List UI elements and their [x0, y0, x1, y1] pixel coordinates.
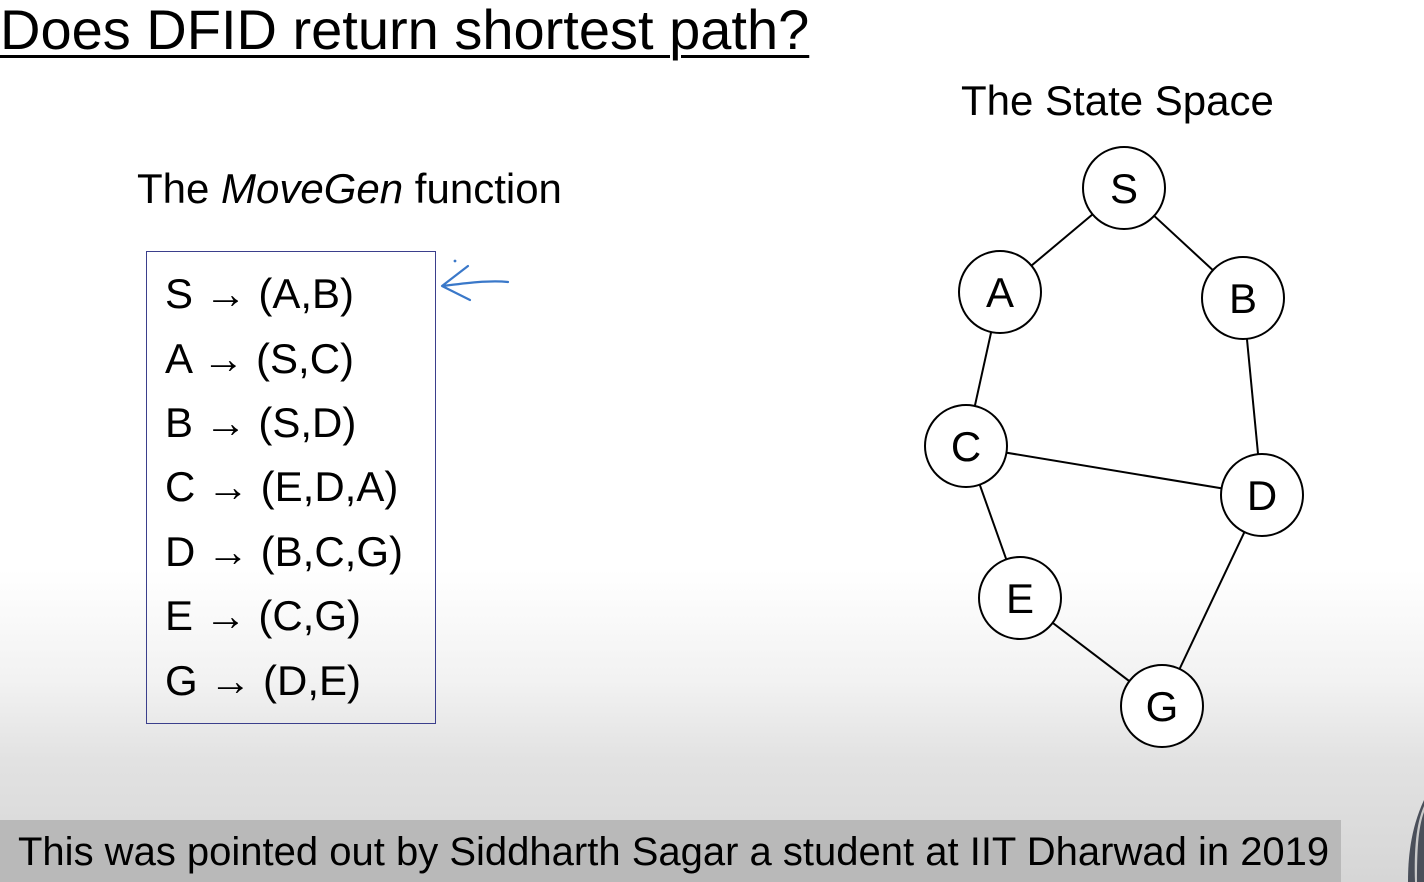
movegen-rule: D → (B,C,G): [165, 528, 403, 575]
slide-title: Does DFID return shortest path?: [0, 0, 810, 61]
node-circle: [1120, 664, 1204, 748]
node-label: B: [1229, 275, 1257, 322]
node-circle: [924, 404, 1008, 488]
node-circle: [1082, 146, 1166, 230]
movegen-rule: C → (E,D,A): [165, 463, 399, 510]
node-b: B: [1201, 256, 1285, 340]
annotation-dot: [453, 259, 457, 263]
node-d: D: [1220, 453, 1304, 537]
node-label: S: [1110, 165, 1138, 212]
movegen-rule: S → (A,B): [165, 270, 355, 317]
node-g: G: [1120, 664, 1204, 748]
movegen-heading-name: MoveGen: [221, 165, 404, 212]
movegen-rule: E → (C,G): [165, 592, 361, 639]
annotation-arrow-shaft: [441, 280, 510, 288]
node-e: E: [978, 556, 1062, 640]
node-label: G: [1146, 683, 1179, 730]
node-a: A: [958, 250, 1042, 334]
node-circle: [1220, 453, 1304, 537]
node-circle: [958, 250, 1042, 334]
caption-bar: This was pointed out by Siddharth Sagar …: [0, 820, 1341, 882]
movegen-heading-suffix: function: [403, 165, 562, 212]
movegen-heading-prefix: The: [137, 165, 222, 212]
node-circle: [1201, 256, 1285, 340]
movegen-table: S → (A,B) A → (S,C) B → (S,D) C → (E,D,A…: [146, 251, 436, 724]
node-label: D: [1247, 472, 1277, 519]
movegen-rule: A → (S,C): [165, 335, 355, 382]
node-c: C: [924, 404, 1008, 488]
edge-c-d: [965, 445, 1263, 496]
node-circle: [978, 556, 1062, 640]
presenter-video-icon: [1408, 800, 1424, 882]
movegen-rule: B → (S,D): [165, 399, 357, 446]
state-space-heading: The State Space: [961, 77, 1274, 124]
annotation-arrow-head: [440, 264, 472, 302]
graph-nodes: S A B C D E G: [924, 146, 1304, 748]
movegen-heading: The MoveGen function: [137, 164, 562, 214]
caption-text: This was pointed out by Siddharth Sagar …: [18, 830, 1330, 874]
movegen-rule: G → (D,E): [165, 657, 361, 704]
node-label: E: [1006, 575, 1034, 622]
node-s: S: [1082, 146, 1166, 230]
node-label: C: [951, 423, 981, 470]
node-label: A: [986, 269, 1014, 316]
